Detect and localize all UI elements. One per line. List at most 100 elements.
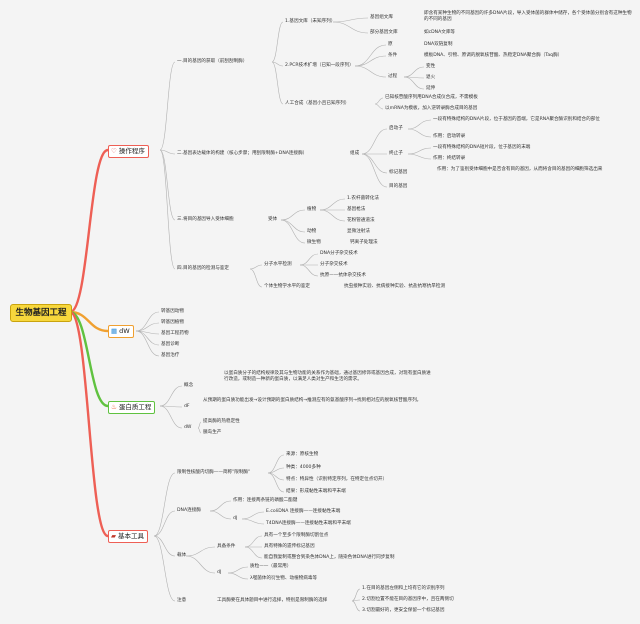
- text-promoter-desc: 一段有特殊结构的DNA片段，位于基因的首端，它是RNA聚合酶识别和结合的部位: [433, 117, 600, 122]
- subtopic-vector-construction[interactable]: 二.基因表达载体的构建（核心步骤；用刮限制酶+DNA连接酶）: [177, 151, 308, 156]
- connector-line: [407, 153, 432, 160]
- node-flow[interactable]: dF: [184, 404, 190, 409]
- connector-line: [209, 500, 232, 512]
- node-restriction-enzyme[interactable]: 限制性核酸内切酶——简称"限制酶": [177, 470, 251, 475]
- text-plant-method: 花粉管通道法: [347, 218, 375, 223]
- node-animal[interactable]: 动物: [307, 229, 317, 234]
- grid-icon: ▦: [111, 327, 118, 335]
- connector-line: [319, 198, 346, 211]
- node-marker-gene[interactable]: 标记基因: [389, 170, 408, 175]
- text-individual-detection: 抗虫接种实验、抗病接种实验、抗盐抗寒抗旱检测: [344, 284, 446, 289]
- branch-label: 基本工具: [118, 532, 144, 540]
- application-item[interactable]: 转基因植物: [161, 320, 184, 325]
- text-enzyme-item: 结果：形成黏性末端和平末端: [286, 489, 346, 494]
- text-conditions: 模板DNA、引物、原调的脱氧核苷酸、热稳定DNA聚合酶（Taq酶）: [424, 53, 563, 58]
- connector-line: [153, 510, 176, 537]
- connector-line: [361, 128, 388, 155]
- connector-line: [319, 209, 346, 222]
- connector-line: [159, 385, 183, 407]
- connector-line: [271, 21, 284, 63]
- text-note-desc: 工具酶要在具体题目中进行选择，特别是限制酶的选择: [217, 598, 328, 603]
- subtopic-gene-acquisition[interactable]: 一.目的基因的获取（前刮刮制酶）: [177, 59, 248, 64]
- connector-line: [241, 511, 265, 520]
- node-concept[interactable]: 概念: [184, 383, 194, 388]
- application-item[interactable]: 转基因动物: [161, 309, 184, 314]
- branch-label: 蛋白质工程: [118, 403, 152, 411]
- connector-line: [299, 253, 319, 266]
- branch-label: 操作程序: [118, 147, 145, 155]
- text-flow-desc: 从预期的蛋白质功能出发→设计预期的蛋白质结构→推测应有的氨基酸序列→找到相对应的…: [203, 398, 422, 403]
- subtopic-gene-introduction[interactable]: 三.将目的基因导入受体细胞: [177, 217, 234, 222]
- text-vector-condition: 具有特殊的遗传标记基因: [264, 544, 315, 549]
- branch-protein-engineering[interactable]: ♨蛋白质工程: [108, 401, 156, 414]
- text-plant-method: 1.农杆菌转化法: [347, 196, 379, 201]
- connector-line: [354, 65, 387, 78]
- connector-line: [280, 209, 306, 221]
- text-ligase-function: 作用：连接两条链的磷酸二酯键: [233, 498, 298, 503]
- label-recipient: 受体: [268, 217, 278, 222]
- connector-line: [153, 535, 176, 557]
- pcr-step: 变性: [426, 64, 436, 69]
- text-ligase-type: E.coliDNA 连接酶——连接黏性末端: [266, 509, 341, 514]
- connector-line: [407, 147, 432, 155]
- connector-line: [244, 535, 263, 548]
- node-pcr[interactable]: 2.PCR技术扩增（已知一段序列）: [285, 63, 354, 68]
- subtopic-detection[interactable]: 四.目的基因的检测与鉴定: [177, 266, 229, 271]
- connector-line: [159, 405, 183, 408]
- text-concept-desc: 以蛋白质分子的结构规律及其与生物功能的关系作为基础，通过基因修饰或基因合成，对现…: [224, 371, 431, 382]
- connector-line: [135, 311, 160, 332]
- fire-icon: ♨: [111, 403, 117, 411]
- text-enzyme-item: 来源：原核生物: [286, 452, 319, 457]
- node-terminator[interactable]: 终止子: [389, 151, 403, 156]
- connector-line: [280, 219, 306, 244]
- node-promoter[interactable]: 启动子: [389, 126, 403, 131]
- node-partial-library[interactable]: 部分基因文库: [370, 30, 398, 35]
- connector-line: [159, 149, 176, 155]
- briefcase-icon: ▰: [111, 532, 116, 540]
- text-principle: DNA双链复制: [424, 42, 453, 47]
- node-plant[interactable]: 植物: [307, 207, 317, 212]
- connector-line: [197, 427, 202, 434]
- branch-operation-procedure[interactable]: ♡操作程序: [108, 145, 149, 158]
- heart-icon: ♡: [111, 147, 117, 155]
- application-item[interactable]: 基因诊断: [161, 342, 180, 347]
- node-target-gene[interactable]: 目的基因: [389, 184, 408, 189]
- branch-applications[interactable]: ▦dW: [108, 325, 134, 338]
- label-principle: 原: [388, 42, 393, 47]
- root-topic[interactable]: 生物基因工程: [10, 304, 72, 322]
- node-dna-ligase[interactable]: DNA连接酶: [177, 508, 201, 513]
- connector-line: [354, 55, 387, 67]
- node-vector[interactable]: 载体: [177, 553, 187, 558]
- connector-line: [153, 472, 176, 537]
- node-molecular-detection[interactable]: 分子水平检测: [264, 262, 292, 267]
- pcr-step: 延伸: [426, 86, 436, 91]
- node-note[interactable]: 注意: [177, 598, 187, 603]
- connector-line: [407, 128, 432, 138]
- application-item[interactable]: 基因治疗: [161, 353, 180, 358]
- branch-basic-tools[interactable]: ▰基本工具: [108, 530, 148, 543]
- connector-line: [209, 510, 232, 520]
- text-plant-method: 基因枪法: [347, 207, 366, 212]
- connector-line: [135, 330, 160, 357]
- text-enzyme-item: 特点：特异性（识别特定序列，在特定位点切开）: [286, 477, 388, 482]
- connector-line: [159, 149, 176, 221]
- node-gene-library[interactable]: 1.基因文库（未知序列）: [285, 19, 336, 24]
- connector-line: [299, 264, 319, 277]
- node-genomic-library[interactable]: 基因组文库: [370, 15, 393, 20]
- node-individual-detection[interactable]: 个体生物学水平的鉴定: [264, 284, 310, 289]
- connector-line: [249, 268, 263, 288]
- node-artificial-synthesis[interactable]: 人工合成（基因小且已知序列）: [285, 101, 350, 106]
- node-microbe[interactable]: 微生物: [307, 240, 321, 245]
- application-item[interactable]: 基因工程药物: [161, 331, 189, 336]
- text-synthesis-item: 以mRNA为模板，加入逆转录酶合成目的基因: [385, 106, 478, 111]
- text-note-item: 3.切割最好的，更安全保留一个标记基因: [362, 608, 445, 613]
- connector-line: [271, 61, 284, 67]
- connector-line: [153, 535, 176, 602]
- connector-line: [267, 454, 285, 474]
- connector-line: [354, 44, 387, 67]
- text-enzyme-item: 种类：4000多种: [286, 465, 321, 470]
- label-process: 过程: [388, 74, 398, 79]
- connector-line: [361, 153, 388, 188]
- node-protein-applications[interactable]: dW: [184, 425, 192, 430]
- connector-line: [280, 219, 306, 233]
